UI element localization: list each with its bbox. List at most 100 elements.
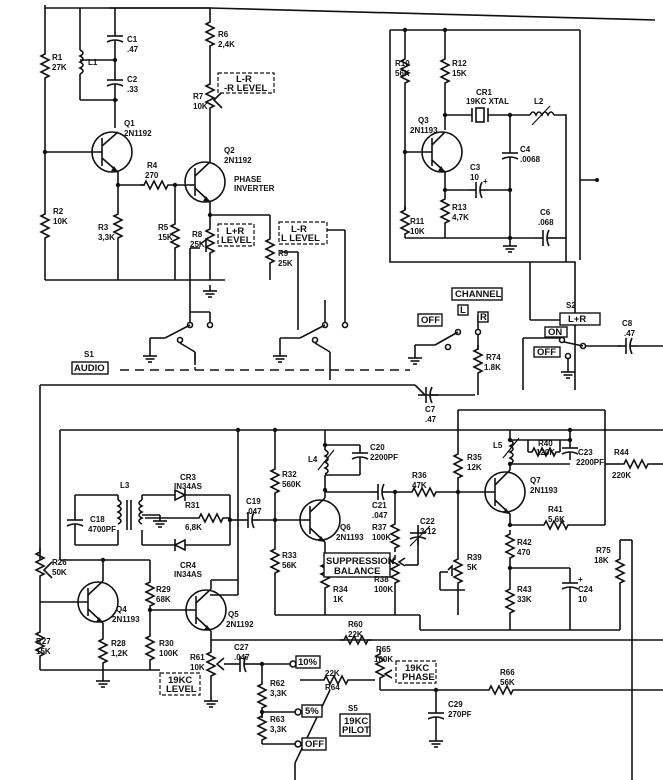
label-r75-value: 18K bbox=[594, 556, 609, 565]
label-on: ON bbox=[548, 327, 562, 338]
label-r2-value: 10K bbox=[53, 217, 68, 226]
label-c6: C6 bbox=[540, 208, 551, 217]
label-c29-value: 270PF bbox=[448, 710, 472, 719]
label-r28: R28 bbox=[111, 639, 126, 648]
label-r38: R38 bbox=[374, 575, 389, 584]
label-cr4-value: IN34AS bbox=[174, 570, 203, 579]
label-c8-value: .47 bbox=[624, 329, 636, 338]
label-q6-value: 2N1193 bbox=[336, 533, 364, 542]
label-suppression: SUPPRESSION bbox=[326, 556, 395, 567]
label-r74-value: 1.8K bbox=[484, 363, 501, 372]
label-r26-value: 50K bbox=[52, 568, 67, 577]
label-c21: C21 bbox=[372, 501, 387, 510]
label-c20-value: 2200PF bbox=[370, 453, 398, 462]
label-inverter: INVERTER bbox=[234, 184, 275, 193]
label-r39: R39 bbox=[467, 553, 482, 562]
label-c3: C3 bbox=[470, 163, 481, 172]
label-r30-value: 100K bbox=[159, 649, 178, 658]
label-pilot-top: 19KC bbox=[344, 716, 368, 727]
label-c23-value: 2200PF bbox=[576, 458, 604, 467]
label-r5: R5 bbox=[158, 223, 169, 232]
label-r8-value: 25K bbox=[190, 240, 205, 249]
label-c1-value: .47 bbox=[127, 45, 139, 54]
label-r31: R31 bbox=[185, 501, 200, 510]
label-r38-value: 100K bbox=[374, 585, 393, 594]
label-r62: R62 bbox=[270, 679, 285, 688]
label-c2-value: .33 bbox=[127, 85, 139, 94]
label-c19: C19 bbox=[246, 497, 261, 506]
label-r9: R9 bbox=[278, 249, 289, 258]
label-s5: S5 bbox=[348, 704, 358, 713]
label-r60: R60 bbox=[348, 620, 363, 629]
label-q5-value: 2N1192 bbox=[226, 620, 254, 629]
label-r43: R43 bbox=[517, 585, 532, 594]
label-c7: C7 bbox=[425, 405, 436, 414]
label-r4-value: 270 bbox=[145, 171, 159, 180]
label-r61-value: 10K bbox=[190, 663, 205, 672]
label-r41: R41 bbox=[548, 505, 563, 514]
label-cr1-value: 19KC XTAL bbox=[466, 97, 509, 106]
label-19kc-level-bottom: LEVEL bbox=[166, 684, 197, 695]
label-r31-value: 6,8K bbox=[185, 523, 202, 532]
label-r11: R11 bbox=[410, 217, 425, 226]
label-off-channel: OFF bbox=[421, 315, 440, 326]
label-c22-value: 3-12 bbox=[420, 527, 437, 536]
label-box-lminr: L-R bbox=[291, 224, 307, 235]
label-r40-value: 120K bbox=[536, 448, 555, 457]
label-cr3-value: IN34AS bbox=[174, 482, 203, 491]
label-c18: C18 bbox=[90, 515, 105, 524]
bottom-section bbox=[35, 384, 663, 780]
label-r9-value: 25K bbox=[278, 259, 293, 268]
label-box-lplusr-level: LEVEL bbox=[221, 235, 252, 246]
label-c1: C1 bbox=[127, 35, 138, 44]
label-r6-value: 2,4K bbox=[218, 40, 235, 49]
label-r3-value: 3,3K bbox=[98, 233, 115, 242]
label-box-lr-level: -R LEVEL bbox=[224, 83, 267, 94]
label-r11-value: 10K bbox=[410, 227, 425, 236]
label-r10-value: 56K bbox=[395, 69, 410, 78]
label-r4: R4 bbox=[147, 161, 158, 170]
label-r34: R34 bbox=[333, 585, 348, 594]
label-r37-value: 100K bbox=[372, 533, 391, 542]
label-c8: C8 bbox=[622, 319, 633, 328]
label-r62-value: 3,3K bbox=[270, 689, 287, 698]
label-q3-value: 2N1193 bbox=[410, 126, 438, 135]
label-c23: C23 bbox=[578, 448, 593, 457]
label-r61: R61 bbox=[190, 653, 205, 662]
label-r12-value: 15K bbox=[452, 69, 467, 78]
label-r63-value: 3,3K bbox=[270, 725, 287, 734]
label-r36-value: 47K bbox=[412, 481, 427, 490]
label-r33: R33 bbox=[282, 551, 297, 560]
label-r30: R30 bbox=[159, 639, 174, 648]
label-r27: R27 bbox=[36, 637, 51, 646]
label-r29-value: 68K bbox=[156, 595, 171, 604]
label-s2-box: L+R bbox=[568, 314, 586, 325]
label-off-s2: OFF bbox=[537, 347, 556, 358]
label-r65: R65 bbox=[376, 645, 391, 654]
label-r41-value: 5.6K bbox=[548, 515, 565, 524]
label-l5: L5 bbox=[493, 441, 503, 450]
svg-text:+: + bbox=[578, 575, 583, 584]
label-r65-value: 100K bbox=[374, 655, 393, 664]
label-q3: Q3 bbox=[418, 116, 429, 125]
label-off-bottom: OFF bbox=[305, 739, 324, 750]
label-r64: R64 bbox=[325, 683, 340, 692]
label-r10: R10 bbox=[395, 59, 410, 68]
label-r39-value: 5K bbox=[467, 563, 477, 572]
label-r40: R40 bbox=[538, 439, 553, 448]
label-q6: Q6 bbox=[340, 523, 351, 532]
label-r13-value: 4,7K bbox=[452, 213, 469, 222]
label-r5-value: 15K bbox=[158, 233, 173, 242]
label-r12: R12 bbox=[452, 59, 467, 68]
label-c24-value: 10 bbox=[578, 595, 587, 604]
label-r28-value: 1,2K bbox=[111, 649, 128, 658]
label-s2: S2 bbox=[566, 301, 576, 310]
label-c27-value: .047 bbox=[234, 653, 250, 662]
oscillator-block bbox=[389, 27, 599, 390]
label-channel-l: L bbox=[460, 305, 466, 316]
label-c22: C22 bbox=[420, 517, 435, 526]
label-q7: Q7 bbox=[530, 476, 541, 485]
label-r32-value: 560K bbox=[282, 480, 301, 489]
label-10pct: 10% bbox=[298, 657, 318, 668]
